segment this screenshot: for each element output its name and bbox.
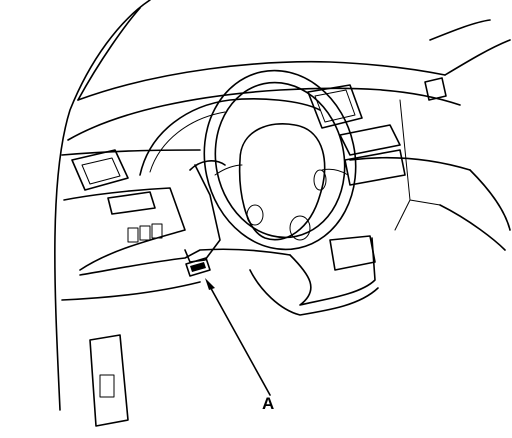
connector-a	[185, 257, 211, 277]
console-tray	[289, 237, 376, 306]
switch-3	[151, 223, 163, 239]
dash-bottom-left	[61, 281, 201, 301]
dash-lower-edge	[61, 149, 471, 171]
centre-stack-right-edge	[394, 99, 441, 231]
steering-spoke-left	[214, 164, 243, 176]
knee-panel	[79, 248, 291, 276]
callout-leader-a	[207, 282, 271, 396]
hub-button-right	[289, 215, 311, 241]
callout-label-a: A	[262, 394, 275, 413]
console-front	[249, 269, 379, 316]
left-vent-inner	[81, 157, 121, 185]
switch-1	[127, 227, 139, 243]
left-switch-box	[107, 191, 156, 215]
hood-release-lever	[99, 374, 115, 398]
left-vent	[71, 149, 129, 191]
steering-wheel-rim-inner	[214, 81, 346, 239]
dash-top	[67, 87, 461, 141]
callout-arrowhead-a	[205, 278, 215, 290]
right-door	[439, 169, 511, 251]
left-kick-panel	[89, 334, 129, 427]
windshield-edge	[77, 60, 446, 101]
left-panel-outline	[63, 187, 186, 271]
connector-a-fill	[190, 262, 206, 272]
switch-2	[139, 225, 151, 241]
hub-button-left	[246, 204, 264, 226]
centre-vent	[339, 124, 401, 156]
right-vent	[424, 77, 447, 101]
hub-button-top	[313, 169, 327, 191]
steering-column	[184, 164, 221, 263]
centre-display-inner	[314, 89, 356, 123]
cluster-hood	[139, 98, 321, 176]
a-pillar-outer	[54, 0, 151, 411]
steering-hub	[238, 123, 326, 241]
steering-wheel-rim	[203, 69, 357, 251]
cluster-inner	[149, 111, 226, 173]
column-shroud	[189, 160, 226, 171]
right-pillar	[429, 19, 511, 76]
centre-controls	[344, 149, 406, 186]
steering-spoke-right	[321, 168, 349, 176]
centre-display	[307, 84, 363, 129]
lower-console	[329, 235, 376, 271]
a-pillar-inner	[77, 7, 141, 101]
